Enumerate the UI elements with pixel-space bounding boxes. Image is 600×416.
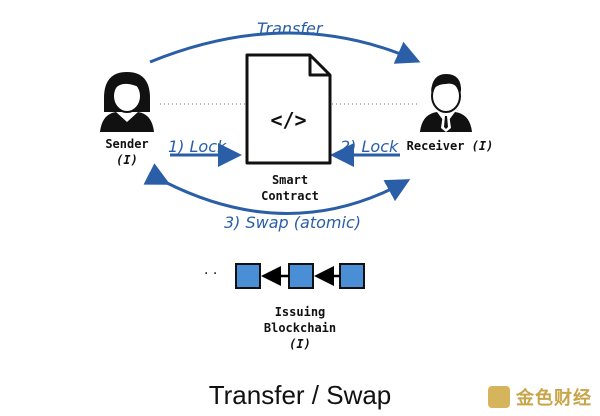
swap-label: 3) Swap (atomic) — [224, 213, 361, 232]
block-3 — [339, 263, 365, 289]
swap-arrow — [143, 163, 411, 215]
receiver-name: Receiver — [406, 139, 465, 153]
contract-line1: Smart — [271, 173, 309, 187]
watermark: 金色财经 — [488, 384, 592, 410]
contract-code-glyph: </> — [270, 108, 307, 132]
sender-person-icon — [100, 72, 154, 132]
lock2-label: 2) Lock — [340, 137, 399, 156]
blockchain-line3: (I) — [289, 337, 311, 351]
lock1-label: 1) Lock — [168, 137, 227, 156]
receiver-label: Receiver (I) — [400, 138, 500, 154]
transfer-label: Transfer — [257, 19, 323, 38]
receiver-sub: (I) — [471, 139, 494, 153]
diagram-title: Transfer / Swap — [208, 380, 392, 410]
blockchain-line1: Issuing — [274, 305, 326, 319]
sender-name: Sender — [105, 137, 149, 151]
block-1 — [235, 263, 261, 289]
contract-line2: Contract — [261, 189, 319, 203]
sender-sub: (I) — [116, 153, 138, 167]
watermark-logo-icon — [488, 386, 510, 408]
blockchain-line2: Blockchain — [263, 321, 337, 335]
block-2 — [288, 263, 314, 289]
blockchain-label: Issuing Blockchain (I) — [240, 304, 360, 352]
watermark-text: 金色财经 — [516, 388, 592, 409]
chain-ellipsis: · · — [204, 266, 218, 282]
contract-label: Smart Contract — [240, 172, 340, 204]
transfer-arrow — [149, 31, 421, 64]
receiver-person-icon — [420, 74, 472, 132]
contract-document-icon — [245, 53, 332, 165]
sender-label: Sender (I) — [92, 136, 162, 168]
